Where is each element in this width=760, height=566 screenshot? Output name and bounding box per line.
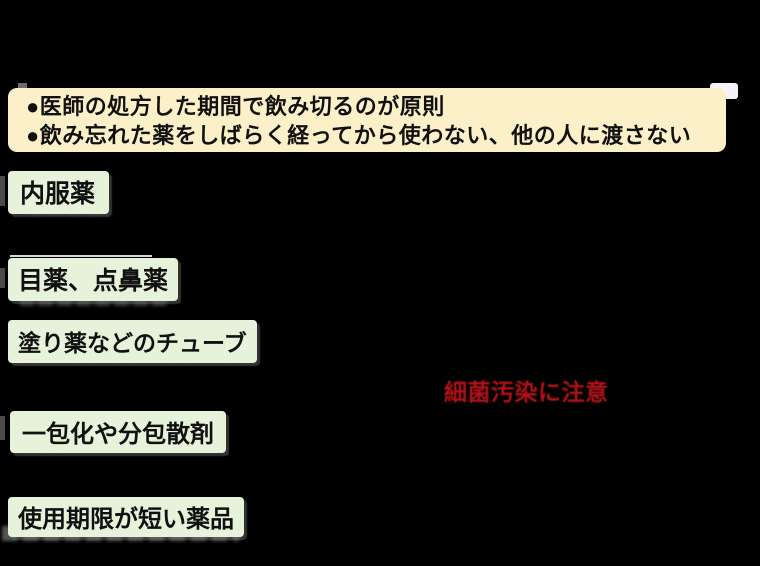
background-artifact-gray-dot	[18, 83, 27, 90]
background-artifact-edge	[0, 268, 5, 288]
warning-bacterial-contamination: 細菌汚染に注意	[444, 379, 609, 405]
section-label-oral-medicine: 内服薬	[8, 171, 110, 214]
background-artifact-white-line	[10, 255, 152, 257]
section-label-ointment-tube: 塗り薬などのチューブ	[8, 320, 257, 363]
section-label-eye-nose-drops: 目薬、点鼻薬	[8, 258, 179, 301]
background-artifact-edge	[0, 416, 5, 440]
notice-bullet-line: ●飲み忘れた薬をしばらく経ってから使わない、他の人に渡さない	[26, 123, 692, 148]
notice-box: ●医師の処方した期間で飲み切るのが原則 ●飲み忘れた薬をしばらく経ってから使わな…	[8, 88, 726, 152]
notice-bullet-line: ●医師の処方した期間で飲み切るのが原則	[26, 94, 445, 119]
section-label-short-expiry-drugs: 使用期限が短い薬品	[8, 497, 244, 537]
section-label-single-dose-packs: 一包化や分包散剤	[10, 411, 226, 453]
background-artifact-edge	[0, 176, 5, 206]
